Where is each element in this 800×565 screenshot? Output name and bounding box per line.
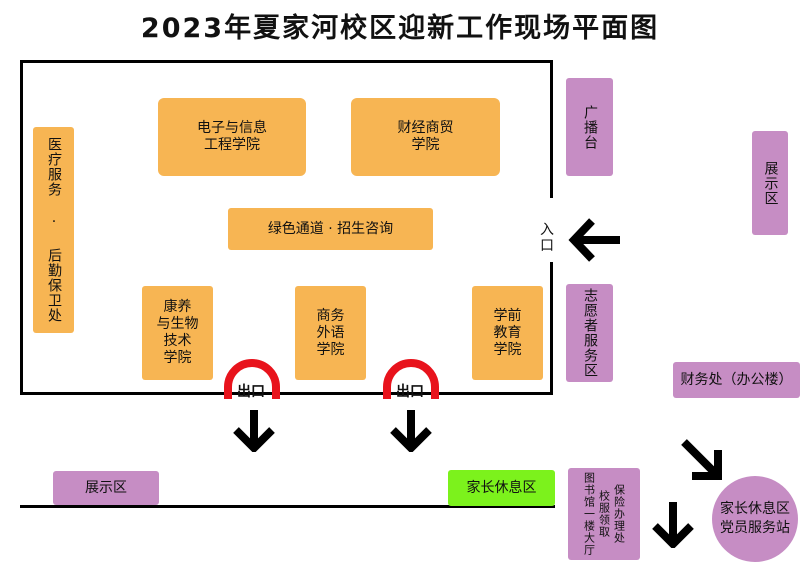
uniform-label: 校服领取	[597, 490, 611, 538]
area-health-college: 康养 与生物 技术 学院	[142, 286, 213, 380]
arrow-down-right-icon	[681, 439, 722, 480]
area-green-channel: 绿色通道 · 招生咨询	[228, 208, 433, 250]
exit-arch-icon	[383, 359, 439, 399]
area-parents-party-service: 家长休息区 党员服务站	[712, 476, 798, 562]
area-finance-office: 财务处（办公楼）	[673, 362, 800, 398]
area-medical-service: 医疗服务 · 后勤保卫处	[33, 127, 74, 333]
area-electronics-college: 电子与信息 工程学院	[158, 98, 306, 176]
entry-label: 入口	[540, 222, 554, 254]
hall-right-wall-upper	[550, 60, 553, 198]
exit-label-left: 出口	[237, 384, 265, 400]
area-finance-college: 财经商贸 学院	[351, 98, 500, 176]
area-business-college: 商务 外语 学院	[295, 286, 366, 380]
insurance-label: 保险办理处	[612, 484, 626, 544]
hall-right-wall-lower	[550, 262, 553, 392]
exit-arch-icon	[224, 359, 280, 399]
page-title: 2023年夏家河校区迎新工作现场平面图	[140, 13, 660, 44]
arrow-left-icon	[568, 218, 620, 262]
library-label: 图书馆一楼大厅	[582, 472, 596, 556]
area-preschool-college: 学前 教育 学院	[472, 286, 543, 380]
area-parents-rest: 家长休息区	[448, 470, 555, 506]
area-exhibit-left: 展示区	[53, 471, 159, 505]
arrow-down-icon	[652, 502, 694, 548]
main-hall-outline	[20, 60, 553, 395]
area-exhibit-right: 展示区	[752, 131, 788, 235]
area-insurance-uniform: 保险办理处 校服领取 图书馆一楼大厅	[568, 468, 640, 560]
arrow-down-icon	[233, 410, 275, 452]
road-line	[20, 505, 555, 508]
area-broadcast-station: 广播台	[566, 78, 613, 176]
arrow-down-icon	[390, 410, 432, 452]
exit-label-right: 出口	[396, 384, 424, 400]
area-volunteer-service: 志愿者服务区	[566, 284, 613, 382]
